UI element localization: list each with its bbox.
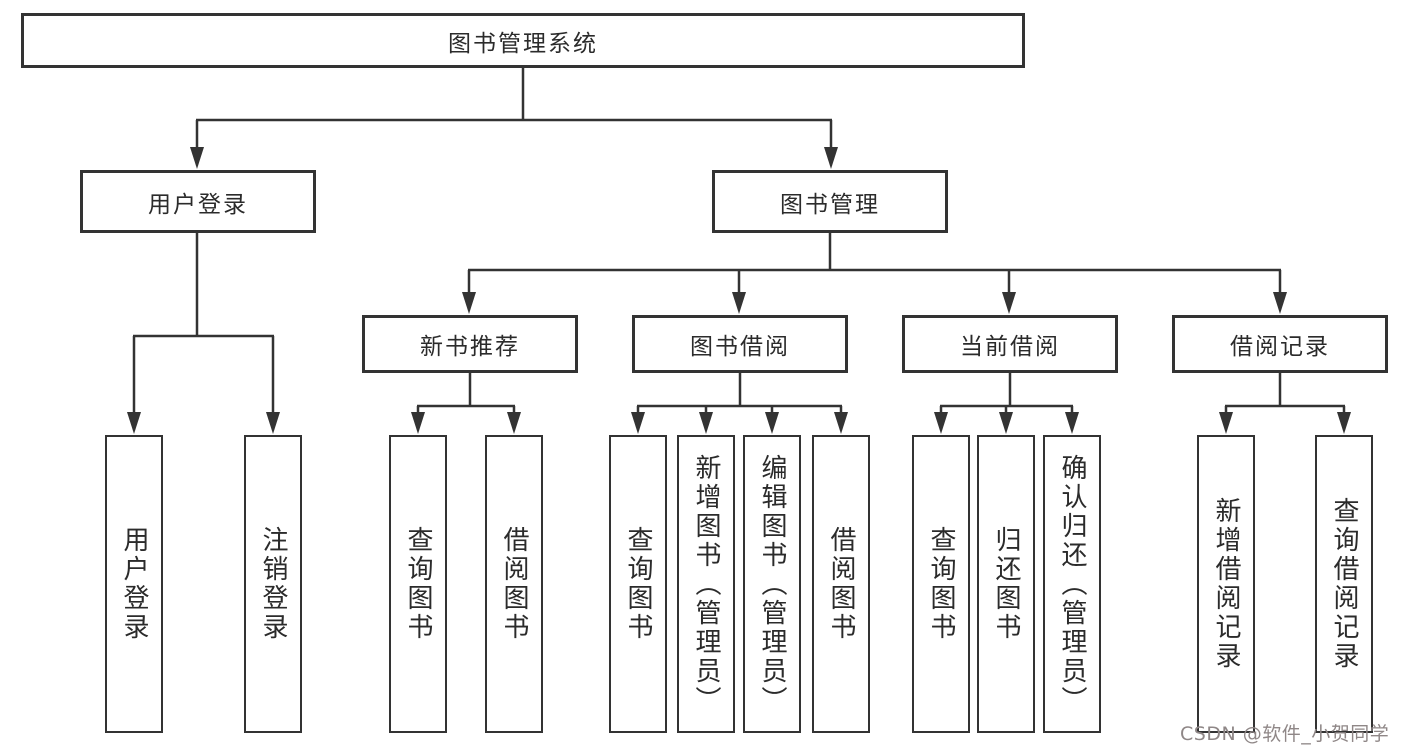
arrowhead-icon — [1273, 292, 1287, 314]
node-borrow-records: 借阅记录 — [1172, 315, 1388, 373]
node-leaf-logout-label: 注销登录 — [258, 526, 288, 642]
node-leaf-confirm-return-admin-label: 确认归还（管理员） — [1057, 453, 1087, 715]
node-book-management-label: 图书管理 — [780, 191, 880, 218]
node-leaf-query-books-3-label: 查询图书 — [926, 526, 956, 642]
arrowhead-icon — [462, 292, 476, 314]
node-leaf-borrow-books-2: 借阅图书 — [812, 435, 870, 733]
node-leaf-borrow-books-1-label: 借阅图书 — [499, 526, 529, 642]
node-current-borrow-label: 当前借阅 — [960, 334, 1060, 360]
node-new-book-recommend-label: 新书推荐 — [420, 334, 520, 360]
arrowhead-icon — [824, 147, 838, 169]
arrowhead-icon — [1337, 412, 1351, 434]
node-leaf-query-books-2: 查询图书 — [609, 435, 667, 733]
connector-user-login-children — [127, 233, 280, 434]
node-leaf-borrow-books-2-label: 借阅图书 — [826, 526, 856, 642]
node-leaf-edit-books-admin-label: 编辑图书（管理员） — [757, 453, 787, 715]
connector-root-to-level2 — [190, 68, 838, 169]
arrowhead-icon — [834, 412, 848, 434]
arrowhead-icon — [934, 412, 948, 434]
node-leaf-query-borrow-record: 查询借阅记录 — [1315, 435, 1373, 733]
node-leaf-query-books-3: 查询图书 — [912, 435, 970, 733]
node-book-borrow-label: 图书借阅 — [690, 334, 790, 360]
connector-book-mgmt-to-level3 — [462, 233, 1287, 314]
node-book-borrow: 图书借阅 — [632, 315, 848, 373]
arrowhead-icon — [507, 412, 521, 434]
node-book-management: 图书管理 — [712, 170, 948, 233]
node-leaf-confirm-return-admin: 确认归还（管理员） — [1043, 435, 1101, 733]
arrowhead-icon — [765, 412, 779, 434]
connector-current-borrow-children — [934, 373, 1079, 434]
node-current-borrow: 当前借阅 — [902, 315, 1118, 373]
connector-book-borrow-children — [631, 373, 848, 434]
node-leaf-logout: 注销登录 — [244, 435, 302, 733]
node-leaf-user-login: 用户登录 — [105, 435, 163, 733]
connector-borrow-records-children — [1219, 373, 1351, 434]
arrowhead-icon — [411, 412, 425, 434]
arrowhead-icon — [999, 412, 1013, 434]
node-leaf-add-borrow-record: 新增借阅记录 — [1197, 435, 1255, 733]
node-user-login-label: 用户登录 — [148, 191, 248, 218]
node-leaf-user-login-label: 用户登录 — [119, 526, 149, 642]
arrowhead-icon — [699, 412, 713, 434]
csdn-watermark: CSDN @软件_小贺同学 — [1180, 723, 1390, 745]
node-leaf-add-books-admin: 新增图书（管理员） — [677, 435, 735, 733]
node-leaf-return-books: 归还图书 — [977, 435, 1035, 733]
node-user-login: 用户登录 — [80, 170, 316, 233]
arrowhead-icon — [631, 412, 645, 434]
arrowhead-icon — [127, 412, 141, 434]
node-leaf-query-borrow-record-label: 查询借阅记录 — [1329, 497, 1359, 671]
connector-new-books-children — [411, 373, 521, 434]
arrowhead-icon — [190, 147, 204, 169]
node-library-system: 图书管理系统 — [21, 13, 1025, 68]
node-leaf-borrow-books-1: 借阅图书 — [485, 435, 543, 733]
arrowhead-icon — [732, 292, 746, 314]
node-library-system-label: 图书管理系统 — [448, 30, 598, 57]
arrowhead-icon — [266, 412, 280, 434]
node-leaf-query-books-1-label: 查询图书 — [403, 526, 433, 642]
node-leaf-add-books-admin-label: 新增图书（管理员） — [691, 453, 721, 715]
node-leaf-add-borrow-record-label: 新增借阅记录 — [1211, 497, 1241, 671]
node-leaf-query-books-1: 查询图书 — [389, 435, 447, 733]
arrowhead-icon — [1219, 412, 1233, 434]
node-new-book-recommend: 新书推荐 — [362, 315, 578, 373]
node-leaf-return-books-label: 归还图书 — [991, 526, 1021, 642]
arrowhead-icon — [1002, 292, 1016, 314]
node-leaf-edit-books-admin: 编辑图书（管理员） — [743, 435, 801, 733]
node-leaf-query-books-2-label: 查询图书 — [623, 526, 653, 642]
node-borrow-records-label: 借阅记录 — [1230, 334, 1330, 360]
arrowhead-icon — [1065, 412, 1079, 434]
